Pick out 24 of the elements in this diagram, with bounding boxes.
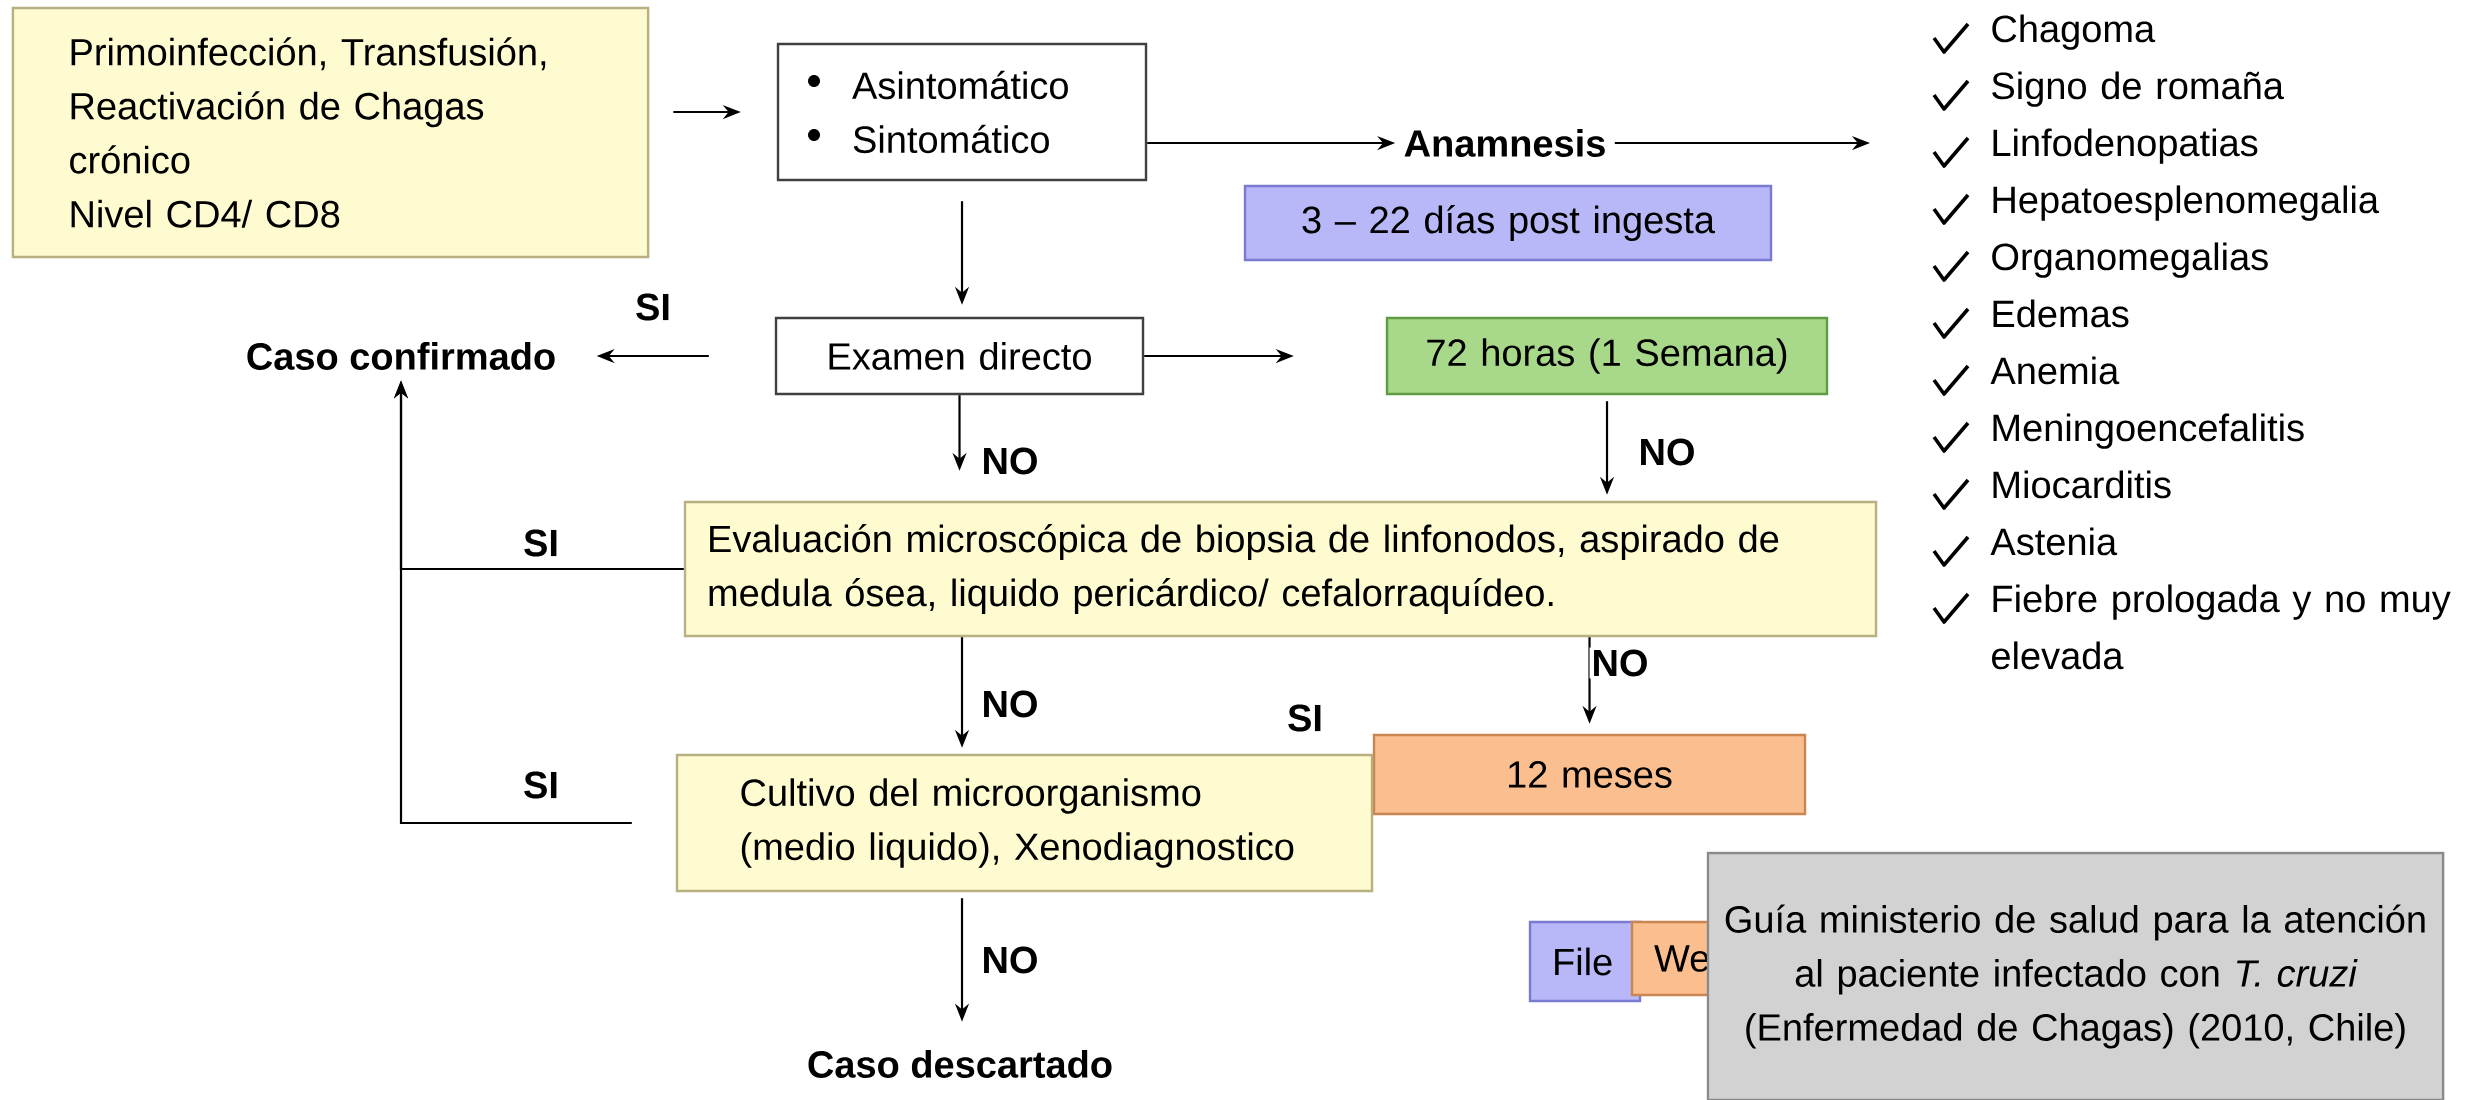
time-box: 3 – 22 días post ingesta [1243,184,1773,262]
time-box: 12 meses [1372,733,1807,816]
symptom-box: Asintomático Sintomático [776,42,1148,182]
heading-text: Anamnesis [1404,129,1605,157]
source-box: Guía ministerio de salud para la atención al paciente infectado con T. cruzi (Enfermedad de Chagas) (2010, Chile) [1706,851,2445,1100]
decision-label: SI [1288,704,1321,732]
edge-label: SI [521,527,561,559]
tab-box: File [1528,920,1642,1003]
time-box: 72 horas (1 Semana) [1385,316,1829,396]
process-box: Evaluación microscópica de biopsia de linfonodos, aspirado de medula ósea, liquido pericárdico/ cefalorraquídeo. [683,500,1878,638]
condition-box: Primoinfección, Transfusión, Reactivación de Chagas crónico Nivel CD4/ CD8 [11,6,650,259]
process-box: Examen directo [774,316,1145,396]
edge-label: NO [979,944,1041,976]
edge-label: NO [979,445,1041,477]
edge-label: NO [979,688,1041,720]
edge-label: NO [1589,647,1651,679]
result-text: Caso confirmado [247,342,555,370]
edge-label: NO [1636,436,1698,468]
process-box: Cultivo del microorganismo (medio liquido), Xenodiagnostico [675,753,1374,893]
checklist: Chagoma Signo de romaña Linfodenopatias Hepatoesplenomegalia Organomegalias Edemas Anemia Meningoencefalitis Miocarditis Astenia Fiebre prologada y no muy elevada [1990,14,2451,670]
edge-label: SI [521,769,561,801]
tab-box: We [1630,920,1718,997]
result-text: Caso descartado [808,1050,1112,1078]
edge-label: SI [633,291,673,323]
